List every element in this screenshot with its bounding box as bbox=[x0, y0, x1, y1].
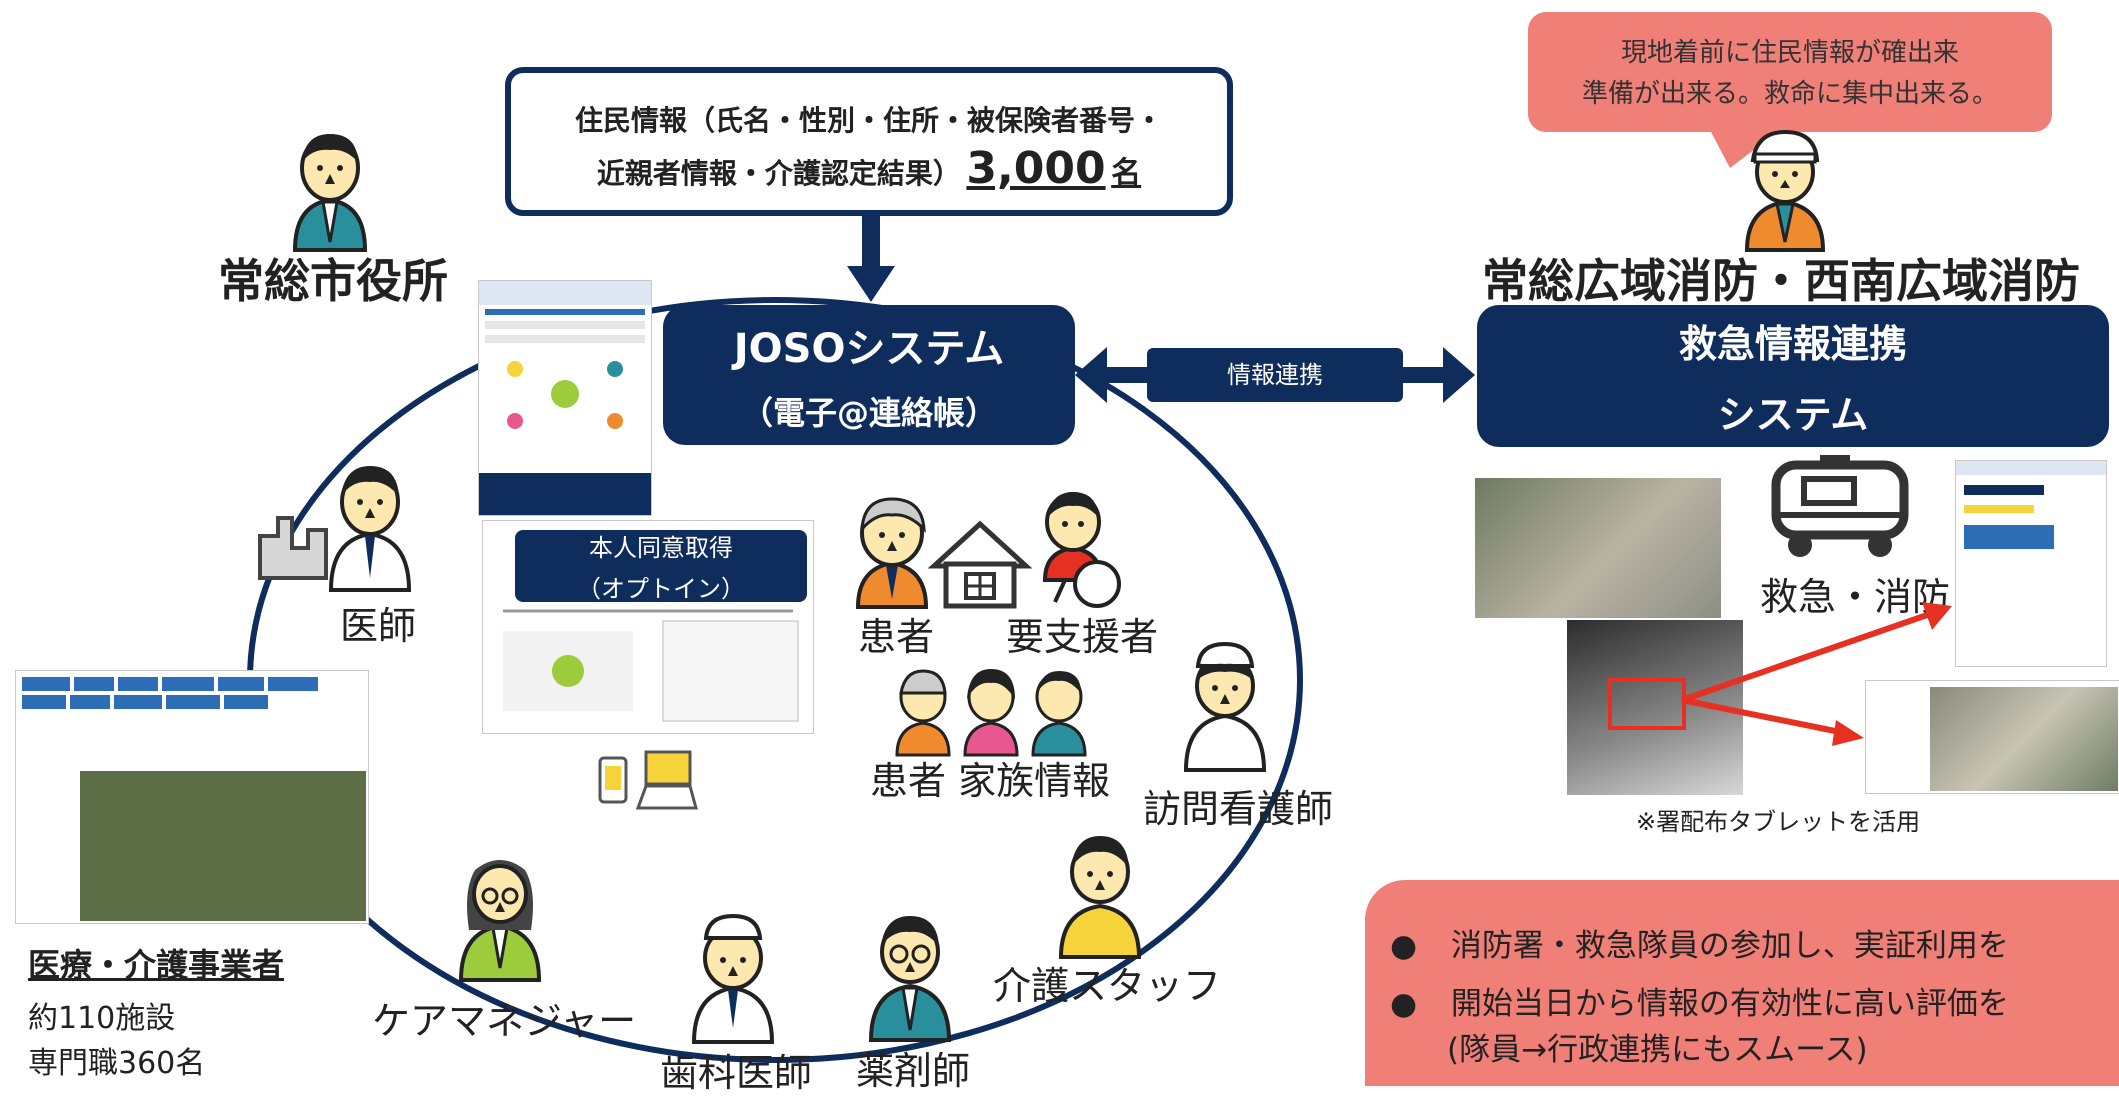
tablet-note: ※署配布タブレットを活用 bbox=[1636, 808, 1921, 836]
tablet-screenshot-2 bbox=[1865, 680, 2119, 794]
joso-system-box: JOSOシステム （電子@連絡帳） bbox=[663, 305, 1075, 445]
ambulance-label: 救急・消防 bbox=[1760, 575, 1951, 619]
red-arrows bbox=[1681, 602, 1952, 746]
pharmacist-icon bbox=[868, 916, 952, 1042]
providers-title: 医療・介護事業者 bbox=[28, 946, 285, 984]
care-manager-icon bbox=[458, 860, 542, 982]
needs-support-label: 要支援者 bbox=[1006, 615, 1159, 659]
results-bullet-2-sub: (隊員→行政連携にもスムース) bbox=[1447, 1032, 1868, 1068]
speech-line1: 現地着前に住民情報が確出来 bbox=[1620, 38, 1959, 68]
visiting-nurse-label: 訪問看護師 bbox=[1143, 787, 1334, 831]
providers-facilities: 約110施設 bbox=[28, 1001, 176, 1036]
care-manager-label: ケアマネジャー bbox=[372, 999, 637, 1043]
bullet-dot-icon: ● bbox=[1390, 986, 1418, 1022]
firefighter-icon bbox=[1744, 129, 1826, 252]
resident-info-box: 住民情報（氏名・性別・住所・被保険者番号・ 近親者情報・介護認定結果） 3,00… bbox=[505, 67, 1233, 216]
info-link-label: 情報連携 bbox=[1227, 361, 1323, 389]
results-bullet-1-text: 消防署・救急隊員の参加し、実証利用を bbox=[1450, 928, 2009, 964]
joso-system-subtitle: （電子@連絡帳） bbox=[740, 394, 997, 432]
care-staff-icon bbox=[1058, 836, 1142, 959]
ambulance-icon bbox=[1771, 455, 1909, 557]
providers-professionals: 専門職360名 bbox=[28, 1046, 206, 1081]
visiting-nurse-icon bbox=[1183, 641, 1267, 772]
patient-label: 患者 bbox=[858, 615, 935, 659]
care-staff-label: 介護スタッフ bbox=[993, 964, 1222, 1008]
emergency-system-line1: 救急情報連携 bbox=[1678, 322, 1907, 366]
resident-info-line1: 住民情報（氏名・性別・住所・被保険者番号・ bbox=[574, 104, 1163, 137]
fire-dept-heading: 常総広域消防・西南広域消防 bbox=[1482, 254, 2080, 308]
building-icon bbox=[258, 516, 328, 580]
speech-line2: 準備が出来る。救命に集中出来る。 bbox=[1581, 79, 1998, 109]
joso-system-title: JOSOシステム bbox=[733, 326, 1005, 372]
provider-map-screenshot bbox=[15, 670, 369, 924]
doctor-icon bbox=[328, 466, 412, 592]
meeting-photo bbox=[1475, 478, 1721, 618]
tablet-screenshot-1 bbox=[1955, 460, 2107, 667]
patient-family-icon bbox=[895, 669, 1087, 757]
dentist-label: 歯科医師 bbox=[660, 1051, 813, 1095]
laptop-icon bbox=[635, 750, 698, 810]
info-link-arrow bbox=[1075, 347, 1475, 403]
joso-system-screenshot bbox=[478, 280, 652, 516]
city-office-label: 常総市役所 bbox=[218, 254, 448, 308]
smartphone-icon bbox=[598, 756, 628, 804]
results-bullet-1: ● 消防署・救急隊員の参加し、実証利用を bbox=[1390, 920, 2009, 965]
photo-highlight bbox=[1608, 678, 1686, 730]
person-icon bbox=[292, 134, 368, 252]
results-box bbox=[1365, 880, 2119, 1086]
patient-icon bbox=[855, 497, 929, 609]
bullet-dot-icon: ● bbox=[1390, 928, 1418, 964]
dentist-icon bbox=[691, 913, 775, 1044]
speech-bubble: 現地着前に住民情報が確出来 準備が出来る。救命に集中出来る。 bbox=[1528, 12, 2052, 132]
resident-count: 3,000 bbox=[966, 143, 1106, 194]
results-bullet-2: ● 開始当日から情報の有効性に高い評価を bbox=[1390, 978, 2009, 1023]
needs-support-icon bbox=[1042, 492, 1121, 608]
patient-family-label: 患者 家族情報 bbox=[870, 759, 1111, 803]
consent-line2: （オプトイン） bbox=[577, 575, 745, 603]
down-arrow bbox=[847, 216, 895, 302]
resident-count-unit: 名 bbox=[1111, 156, 1142, 191]
doctor-label: 医師 bbox=[340, 604, 417, 648]
pharmacist-label: 薬剤師 bbox=[856, 1049, 971, 1093]
house-icon bbox=[927, 520, 1033, 609]
results-bullet-2-text: 開始当日から情報の有効性に高い評価を bbox=[1450, 986, 2009, 1022]
emergency-system-line2: システム bbox=[1717, 393, 1869, 437]
resident-info-line2: 近親者情報・介護認定結果） bbox=[596, 157, 961, 190]
emergency-system-box: 救急情報連携 システム bbox=[1477, 305, 2109, 447]
consent-line1: 本人同意取得 bbox=[589, 534, 733, 562]
consent-box: 本人同意取得 （オプトイン） bbox=[515, 530, 807, 603]
